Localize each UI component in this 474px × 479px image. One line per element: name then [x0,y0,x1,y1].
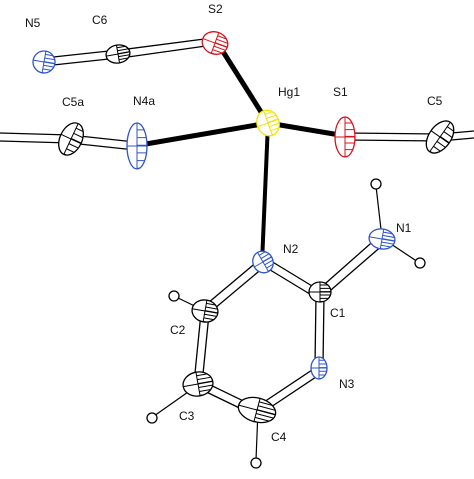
atom-label-n2: N2 [283,242,299,256]
bond-hg1-n4a [137,120,271,148]
atom-label-n1: N1 [396,221,412,235]
bond-s2-c6 [119,37,213,51]
atom-h-c3 [146,412,158,424]
bond-c2-n2-b [207,266,265,315]
atom-label-hg1: Hg1 [278,85,300,99]
atom-c5 [425,115,457,158]
atom-label-c1: C1 [330,306,346,320]
atom-label-n5: N5 [25,16,41,30]
bond-c1-n1-b [323,243,385,297]
atom-label-c5a: C5a [62,95,84,109]
atom-label-s1: S1 [333,85,348,99]
atom-label-s2: S2 [208,2,223,16]
atom-label-n4a: N4a [133,94,155,108]
atom-s1 [334,116,356,158]
atom-n3 [310,356,328,380]
atom-label-c3: C3 [179,409,195,423]
atom-label-n3: N3 [339,377,355,391]
bond-c5a-out [0,132,71,136]
bond-c1-n1 [317,236,379,291]
atom-label-c6: C6 [92,13,108,27]
bond-s2-c6-b [120,44,214,59]
atom-label-c5: C5 [427,94,443,108]
atom-hg1 [253,109,283,137]
atom-c6 [104,44,132,64]
bond-c3-c2 [193,312,202,384]
atom-h-n1-a [370,178,382,190]
bond-c1-n3-b [314,294,317,366]
atom-n1 [368,226,397,252]
bond-s1-c5 [344,132,441,135]
bond-hg1-s1 [265,120,343,138]
atom-h-c4 [250,457,262,469]
label-layer: Hg1 S1 S2 C5 C6 N5 N4a C5a N2 C1 N1 N3 C… [25,2,443,444]
bond-n3-c4 [257,365,319,407]
bond-c2-n2 [201,260,259,309]
atom-n5 [32,49,57,75]
atom-label-c4: C4 [271,430,287,444]
bond-c6-n5-b [43,57,119,67]
bond-c1-n3 [322,294,325,366]
bond-hg1-n2 [260,121,270,265]
atom-c3 [181,371,215,397]
bond-s1-c5-b [344,139,441,142]
atom-s2 [201,28,231,58]
bond-c6-n5 [43,49,119,59]
atom-c1 [308,281,332,303]
atom-n4a [126,122,148,170]
atom-h-n1-b [414,257,426,269]
atom-c4 [237,393,278,427]
atom-c2 [191,297,220,325]
bond-hg1-s2 [219,47,271,126]
atom-layer [32,28,457,469]
atom-label-c2: C2 [170,323,186,337]
atom-h-c2 [168,290,180,302]
atom-c5a [58,118,87,159]
